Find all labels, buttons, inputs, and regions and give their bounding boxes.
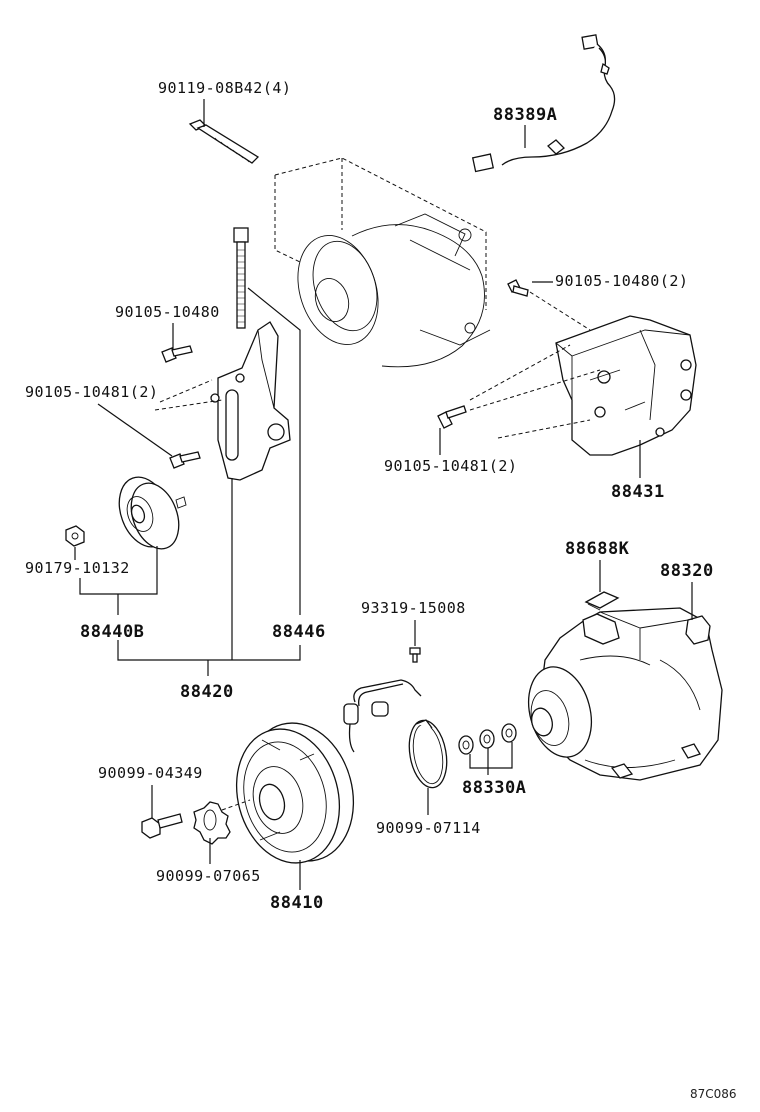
magnetic-clutch[interactable] [222,711,368,875]
label-snap-ring[interactable]: 90099-07114 [376,819,481,837]
bolt-left[interactable] [161,345,193,363]
label-adjust-bracket[interactable]: 88446 [272,622,326,642]
adjusting-bracket[interactable] [210,321,291,481]
long-bolt-top[interactable] [188,119,260,164]
label-bolt-right[interactable]: 90105-10480(2) [555,272,688,290]
label-bolt-top[interactable]: 90119-08B42(4) [158,79,291,97]
wire-harness[interactable] [471,34,616,173]
shims[interactable] [458,723,517,755]
nut[interactable] [65,525,85,547]
label-bracket[interactable]: 88431 [611,482,665,502]
label-idler-asm[interactable]: 88420 [180,682,234,702]
guide-bracket [469,344,601,439]
label-bolt-left2[interactable]: 90105-10481(2) [25,383,158,401]
leader-adjust-bracket [247,287,301,615]
guide-bolt-right [529,291,591,331]
screw[interactable] [409,647,421,663]
bolt-right[interactable] [507,279,529,297]
clutch-wire[interactable] [343,679,422,753]
label-washer[interactable]: 90099-07065 [156,867,261,885]
guide-adjust [154,379,223,411]
leader-bolt-left2 [97,403,173,457]
idler-pulley[interactable] [110,470,187,556]
leader-idler-asm [117,478,301,676]
bolt-bottom[interactable] [437,405,467,429]
snap-ring[interactable] [404,717,451,790]
label-screw[interactable]: 93319-15008 [361,599,466,617]
guide-clutch [221,799,251,811]
label-pulley-asm[interactable]: 88440B [80,622,144,642]
leader-shims [469,742,513,775]
label-nut[interactable]: 90179-10132 [25,559,130,577]
compressor[interactable] [519,607,723,781]
compressor-bracket[interactable] [555,315,697,456]
clutch-bolt[interactable] [141,813,183,839]
diagram-code: 87C086 [690,1087,737,1101]
label-shims[interactable]: 88330A [462,778,526,798]
label-wire[interactable]: 88389A [493,105,557,125]
caution-label[interactable] [584,591,620,611]
compressor-ghost [274,157,491,368]
label-bolt-left[interactable]: 90105-10480 [115,303,220,321]
wave-washer[interactable] [193,801,231,845]
label-bolt-bottom[interactable]: 90105-10481(2) [384,457,517,475]
label-88688[interactable]: 88688K [565,539,630,559]
label-compressor[interactable]: 88320 [660,561,714,581]
leader-pulley-asm [79,546,158,615]
label-clutch-bolt[interactable]: 90099-04349 [98,764,203,782]
bolt-left-2[interactable] [169,451,201,469]
adjusting-bolt[interactable] [233,227,249,329]
label-clutch[interactable]: 88410 [270,893,324,913]
